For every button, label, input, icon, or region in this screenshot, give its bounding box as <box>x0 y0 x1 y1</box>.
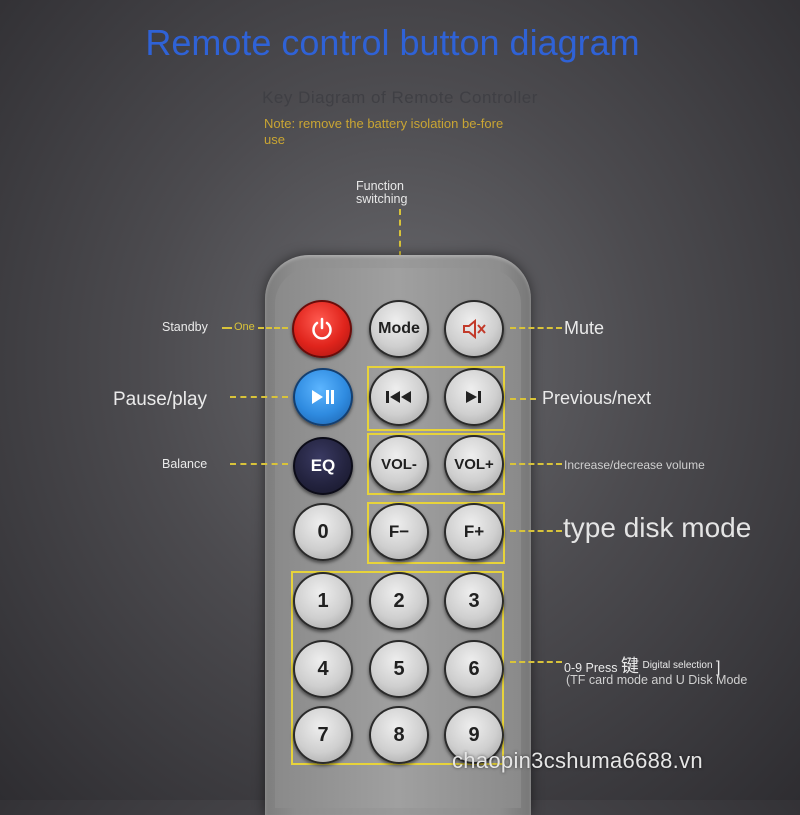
digit-6-button[interactable]: 6 <box>444 640 504 698</box>
next-button[interactable] <box>444 368 504 426</box>
digit-4-button[interactable]: 4 <box>293 640 353 698</box>
one-label: One <box>234 321 255 333</box>
digit-1-button[interactable]: 1 <box>293 572 353 630</box>
mode-button[interactable]: Mode <box>369 300 429 358</box>
pause-play-label: Pause/play <box>113 389 208 410</box>
digit-2-button[interactable]: 2 <box>369 572 429 630</box>
prev-next-leader <box>510 398 536 400</box>
digit-0-button[interactable]: 0 <box>293 503 353 561</box>
power-button[interactable] <box>292 300 352 358</box>
digits-key-char: 键 <box>620 656 639 677</box>
standby-leader <box>222 327 232 329</box>
digits-leader <box>510 661 562 663</box>
f-buttons-highlight <box>367 502 505 564</box>
balance-label: Balance <box>162 457 208 471</box>
standby-label: Standby <box>162 320 208 334</box>
watermark: chaopin3cshuma6688.vn <box>452 748 703 773</box>
mute-icon <box>463 318 486 340</box>
digit-8-button[interactable]: 8 <box>369 706 429 764</box>
volume-leader <box>510 463 562 465</box>
digit-3-button[interactable]: 3 <box>444 572 504 630</box>
previous-button[interactable] <box>369 368 429 426</box>
f-minus-button[interactable]: F− <box>369 503 429 561</box>
balance-leader <box>230 463 288 465</box>
next-icon <box>466 391 481 403</box>
disk-mode-leader <box>510 530 562 532</box>
mute-button[interactable] <box>444 300 504 358</box>
disk-mode-label: type disk mode <box>563 512 752 543</box>
previous-next-label: Previous/next <box>542 388 652 408</box>
digit-5-button[interactable]: 5 <box>369 640 429 698</box>
digits-prefix: 0-9 Press <box>564 661 618 675</box>
previous-icon <box>386 391 411 403</box>
battery-note: Note: remove the battery isolation be-fo… <box>264 116 504 147</box>
play-pause-button[interactable] <box>293 368 353 426</box>
digits-bracket: ] <box>716 659 721 676</box>
digits-mode-label: (TF card mode and U Disk Mode <box>566 673 748 687</box>
digit-7-button[interactable]: 7 <box>293 706 353 764</box>
prev-next-highlight <box>367 366 505 431</box>
power-icon <box>312 317 332 340</box>
mute-leader <box>510 327 562 329</box>
f-plus-button[interactable]: F+ <box>444 503 504 561</box>
diagram-subtitle: Key Diagram of Remote Controller <box>262 88 538 107</box>
volume-highlight <box>367 433 505 495</box>
standby-leader-2 <box>258 327 288 329</box>
function-switching-label: Function switching <box>356 179 408 206</box>
digits-selection: Digital selection <box>642 660 713 671</box>
pause-play-leader <box>230 396 288 398</box>
mute-label: Mute <box>564 318 605 338</box>
volume-label: Increase/decrease volume <box>564 458 705 472</box>
digits-label: 0-9 Press 键 Digital selection ] <box>564 652 720 678</box>
play-pause-icon <box>312 390 334 404</box>
eq-button[interactable]: EQ <box>293 437 353 495</box>
digit-9-button[interactable]: 9 <box>444 706 504 764</box>
diagram-title: Remote control button diagram <box>145 22 640 63</box>
volume-up-button[interactable]: VOL+ <box>444 435 504 493</box>
function-leader-line <box>399 209 401 289</box>
volume-down-button[interactable]: VOL- <box>369 435 429 493</box>
